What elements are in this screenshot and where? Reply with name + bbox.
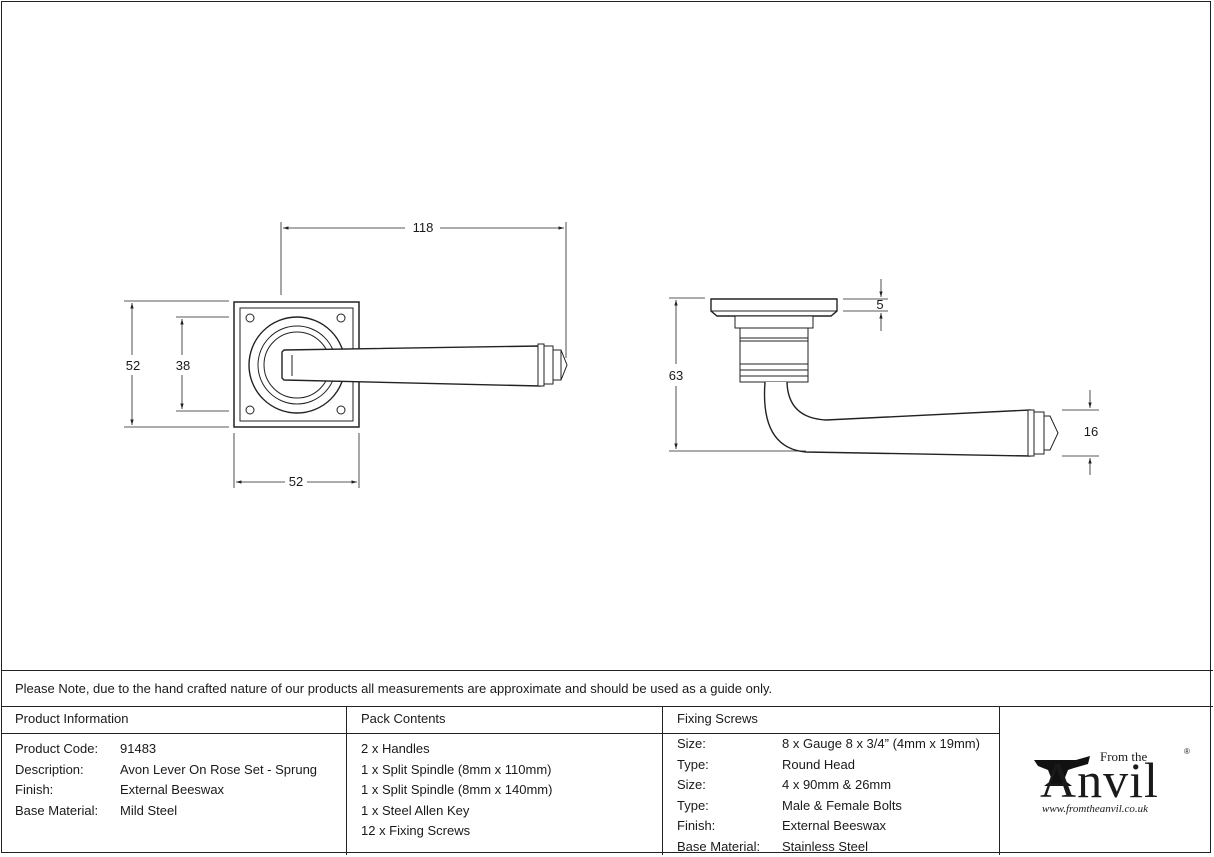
screw-label: Finish: [677,816,715,836]
screw-row: Finish: External Beeswax [677,816,999,837]
product-information-panel: Product Information Product Code: 91483 D… [1,707,347,855]
screw-label: Size: [677,734,706,754]
lever-collar-1 [538,344,544,386]
from-the-anvil-logo: From the ® Anvil www.fromtheanvil.co.uk [1032,745,1202,825]
info-label: Description: [15,760,84,780]
screw-value: Round Head [782,755,855,775]
info-value: External Beeswax [120,780,224,800]
screw-value: Stainless Steel [782,837,868,857]
pack-item: 1 x Split Spindle (8mm x 140mm) [361,780,662,801]
pack-item: 1 x Steel Allen Key [361,801,662,822]
dim-label-52-horizontal: 52 [289,474,303,489]
screw-hole-top-right [337,314,345,322]
screw-row: Size: 8 x Gauge 8 x 3/4” (4mm x 19mm) [677,734,999,755]
logo-panel: From the ® Anvil www.fromtheanvil.co.uk [1000,707,1212,855]
rose-plate-side [711,299,837,316]
lever-body [282,346,540,386]
info-label: Finish: [15,780,53,800]
front-view [124,222,567,488]
technical-drawing: 118 52 38 52 5 63 16 [0,0,1214,670]
screw-value: Male & Female Bolts [782,796,902,816]
info-value: 91483 [120,739,156,759]
dim-label-16: 16 [1084,424,1098,439]
info-row: Base Material: Mild Steel [15,801,346,822]
pack-item: 12 x Fixing Screws [361,821,662,842]
screw-value: 4 x 90mm & 26mm [782,775,891,795]
screw-hole-top-left [246,314,254,322]
dim-label-38: 38 [176,358,190,373]
disclaimer-note: Please Note, due to the hand crafted nat… [1,670,1213,707]
screw-value: External Beeswax [782,816,886,836]
lever-side-collar-2 [1034,412,1044,454]
lever-collar-2 [544,346,553,384]
lever-side-tip [1044,416,1058,450]
info-row: Product Code: 91483 [15,739,346,760]
lever-side-collar-1 [1028,410,1034,456]
screw-label: Base Material: [677,837,760,857]
dim-label-5: 5 [876,297,883,312]
info-row: Finish: External Beeswax [15,780,346,801]
dim-label-118: 118 [413,220,434,235]
product-information-heading: Product Information [1,707,346,734]
screw-hole-bottom-right [337,406,345,414]
screw-label: Size: [677,775,706,795]
lever-tip [553,350,567,380]
info-label: Base Material: [15,801,98,821]
screw-hole-bottom-left [246,406,254,414]
dim-label-52-vertical: 52 [126,358,140,373]
pack-item: 1 x Split Spindle (8mm x 110mm) [361,760,662,781]
logo-registered-mark: ® [1184,747,1190,756]
housing-top [735,316,813,328]
logo-url: www.fromtheanvil.co.uk [1042,803,1148,815]
screw-label: Type: [677,755,709,775]
info-value: Avon Lever On Rose Set - Sprung [120,760,317,780]
side-view [669,279,1099,475]
screw-row: Type: Male & Female Bolts [677,796,999,817]
screw-row: Base Material: Stainless Steel [677,837,999,857]
info-row: Description: Avon Lever On Rose Set - Spr… [15,760,346,781]
pack-contents-heading: Pack Contents [347,707,662,734]
fixing-screws-heading: Fixing Screws [663,707,999,734]
drawing-svg: 118 52 38 52 5 63 16 [0,0,1214,670]
screw-value: 8 x Gauge 8 x 3/4” (4mm x 19mm) [782,734,980,754]
fixing-screws-panel: Fixing Screws Size: 8 x Gauge 8 x 3/4” (4… [663,707,1000,855]
pack-contents-panel: Pack Contents 2 x Handles 1 x Split Spin… [347,707,663,855]
screw-row: Size: 4 x 90mm & 26mm [677,775,999,796]
info-value: Mild Steel [120,801,177,821]
logo-wordmark: Anvil [1040,751,1159,809]
screw-row: Type: Round Head [677,755,999,776]
lever-side-body [765,382,1030,456]
info-label: Product Code: [15,739,98,759]
pack-item: 2 x Handles [361,739,662,760]
dim-label-63: 63 [669,368,683,383]
screw-label: Type: [677,796,709,816]
